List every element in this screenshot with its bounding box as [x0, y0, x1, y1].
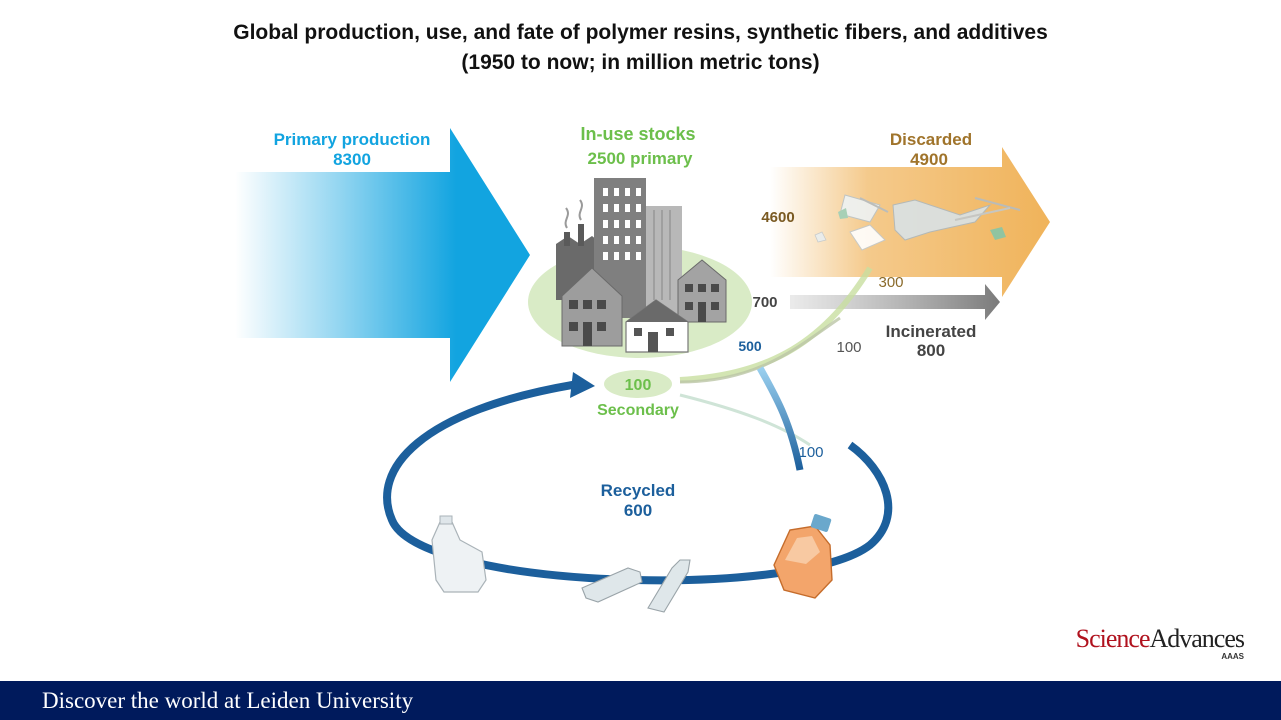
- logo-brand-advances: Advances: [1149, 624, 1245, 653]
- secondary-value: 100: [625, 377, 652, 394]
- litter-icon: [814, 194, 1021, 251]
- primary-production-value: 8300: [333, 150, 371, 169]
- recycled-label: Recycled: [601, 481, 676, 500]
- primary-production-arrow: [235, 128, 530, 382]
- discarded-primary-inflow: 4600: [761, 209, 794, 226]
- discarded-secondary-inflow: 300: [878, 274, 903, 291]
- recycled-secondary-inflow: 100: [798, 444, 823, 461]
- incinerated-label: Incinerated: [886, 322, 977, 341]
- science-advances-logo: ScienceAdvances AAAS: [1075, 624, 1245, 661]
- incinerated-value: 800: [917, 341, 945, 360]
- logo-brand-science: Science: [1075, 624, 1151, 653]
- in-use-stocks-city: [528, 178, 752, 358]
- recycling-loop: [383, 372, 893, 585]
- discarded-label: Discarded: [890, 130, 972, 149]
- plastic-bottle-icon: [581, 559, 691, 613]
- title-line-1: Global production, use, and fate of poly…: [233, 21, 1048, 44]
- recycled-value: 600: [624, 501, 652, 520]
- milk-jug-icon: [431, 515, 487, 593]
- secondary-to-recycled-flow: [679, 393, 811, 447]
- stocks-to-recycled-flow: [756, 366, 804, 471]
- detergent-bottle-icon: [773, 514, 833, 599]
- primary-production-label: Primary production: [274, 130, 431, 149]
- discarded-value: 4900: [910, 150, 948, 169]
- plastic-flow-diagram: Primary production 8300 Discarded 4900 4…: [235, 124, 1050, 613]
- title-line-2: (1950 to now; in million metric tons): [461, 51, 820, 74]
- secondary-to-incinerated-flow: [679, 316, 841, 384]
- recycled-primary-inflow: 500: [738, 338, 762, 354]
- secondary-label: Secondary: [597, 402, 679, 419]
- incinerated-primary-inflow: 700: [752, 294, 777, 311]
- footer-bar: Discover the world at Leiden University: [0, 681, 1281, 720]
- incinerated-secondary-inflow: 100: [836, 339, 861, 356]
- logo-publisher: AAAS: [1221, 652, 1244, 661]
- incinerated-arrow: [790, 284, 1000, 320]
- in-use-stocks-value: 2500 primary: [588, 149, 693, 168]
- figure-title: Global production, use, and fate of poly…: [0, 18, 1281, 78]
- footer-text: Discover the world at Leiden University: [42, 688, 414, 713]
- secondary-stocks-oval: [604, 370, 672, 398]
- in-use-stocks-label: In-use stocks: [580, 124, 695, 144]
